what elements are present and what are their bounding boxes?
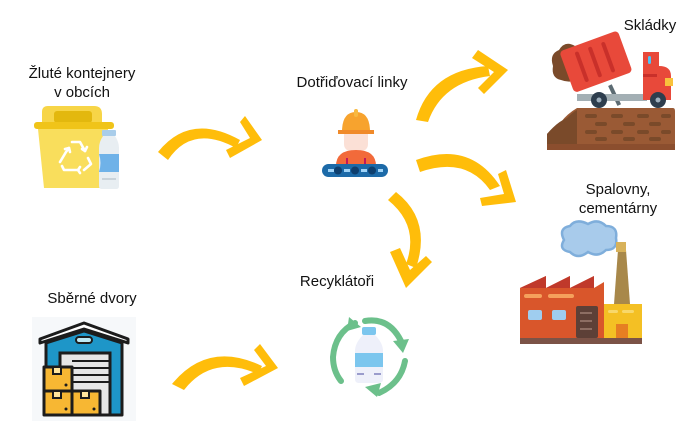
node-incinerators: [518, 220, 646, 346]
label-line: cementárny: [578, 200, 658, 217]
factory-icon: [520, 220, 642, 344]
node-label-recyclers: Recyklátoři: [299, 273, 375, 290]
node-label-landfills: Skládky: [623, 17, 677, 34]
label-line: Žluté kontejnery: [28, 65, 136, 82]
arrow-bins-to-sorting: [158, 116, 262, 160]
node-yellow-bins: [34, 106, 124, 192]
label-line: v obcích: [54, 84, 110, 101]
node-label-collection-yards: Sběrné dvory: [47, 290, 137, 307]
recycling-bin-icon: [34, 106, 119, 189]
arrow-yards-to-recyclers: [172, 344, 278, 390]
label-line: Spalovny,: [585, 181, 651, 198]
node-label-incinerators: Spalovny, cementárny: [568, 180, 668, 218]
node-recyclers: [325, 317, 415, 397]
node-label-sorting-lines: Dotřiďovací linky: [296, 74, 408, 91]
conveyor-worker-icon: [322, 109, 388, 177]
arrow-sorting-to-incinerators: [416, 153, 516, 206]
node-sorting-lines: [318, 108, 390, 178]
arrow-sorting-to-recyclers: [388, 192, 432, 288]
warehouse-icon: [32, 317, 136, 421]
dump-truck-landfill-icon: [547, 31, 675, 150]
recycle-bottle-icon: [329, 317, 409, 397]
node-landfills: [547, 26, 677, 152]
arrow-sorting-to-landfills: [416, 50, 508, 122]
node-label-yellow-bins: Žluté kontejnery v obcích: [22, 64, 142, 102]
node-collection-yards: [32, 317, 136, 421]
